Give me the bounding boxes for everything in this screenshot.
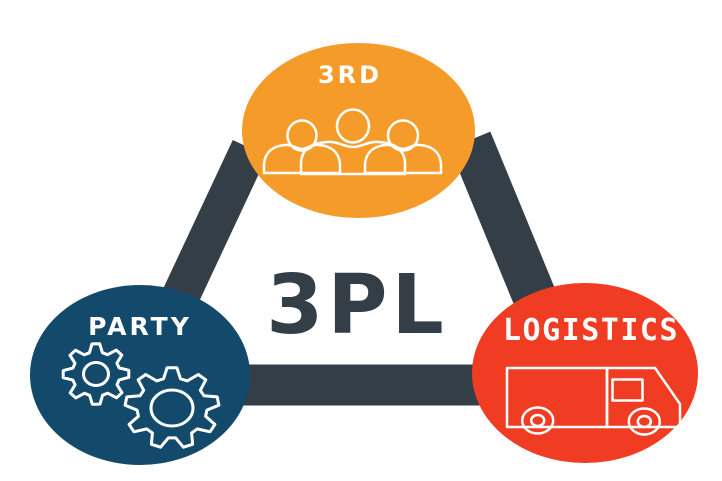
- logistics-circle: [472, 283, 698, 463]
- people-center-head: [335, 108, 371, 144]
- truck-cab: [605, 366, 682, 429]
- truck-rear-hub: [529, 413, 546, 428]
- gear-small-hub: [82, 361, 110, 387]
- people-left-torso: [262, 143, 342, 175]
- truck-icon: [505, 366, 682, 436]
- third-label: 3RD: [318, 61, 382, 89]
- people-right-torso: [363, 143, 443, 175]
- party-circle: [30, 285, 250, 465]
- truck-rear-wheel: [520, 406, 555, 435]
- party-label: PARTY: [88, 312, 192, 341]
- people-left-head: [286, 119, 318, 152]
- people-icon: [262, 108, 443, 176]
- truck-window: [611, 378, 644, 402]
- party-node: PARTY: [30, 285, 250, 465]
- people-right-head: [386, 119, 420, 152]
- gears-icon: [61, 342, 221, 449]
- logistics-label: LOGISTICS: [503, 313, 679, 348]
- third-node: 3RD: [242, 43, 475, 218]
- truck-front-wheel: [627, 407, 662, 436]
- gear-small-outline: [61, 342, 131, 406]
- gear-large-outline: [123, 366, 221, 449]
- gear-large-hub: [149, 388, 195, 428]
- center-acronym-text: 3PL: [266, 258, 447, 353]
- logistics-node: LOGISTICS: [472, 283, 698, 463]
- truck-front-hub: [636, 414, 653, 429]
